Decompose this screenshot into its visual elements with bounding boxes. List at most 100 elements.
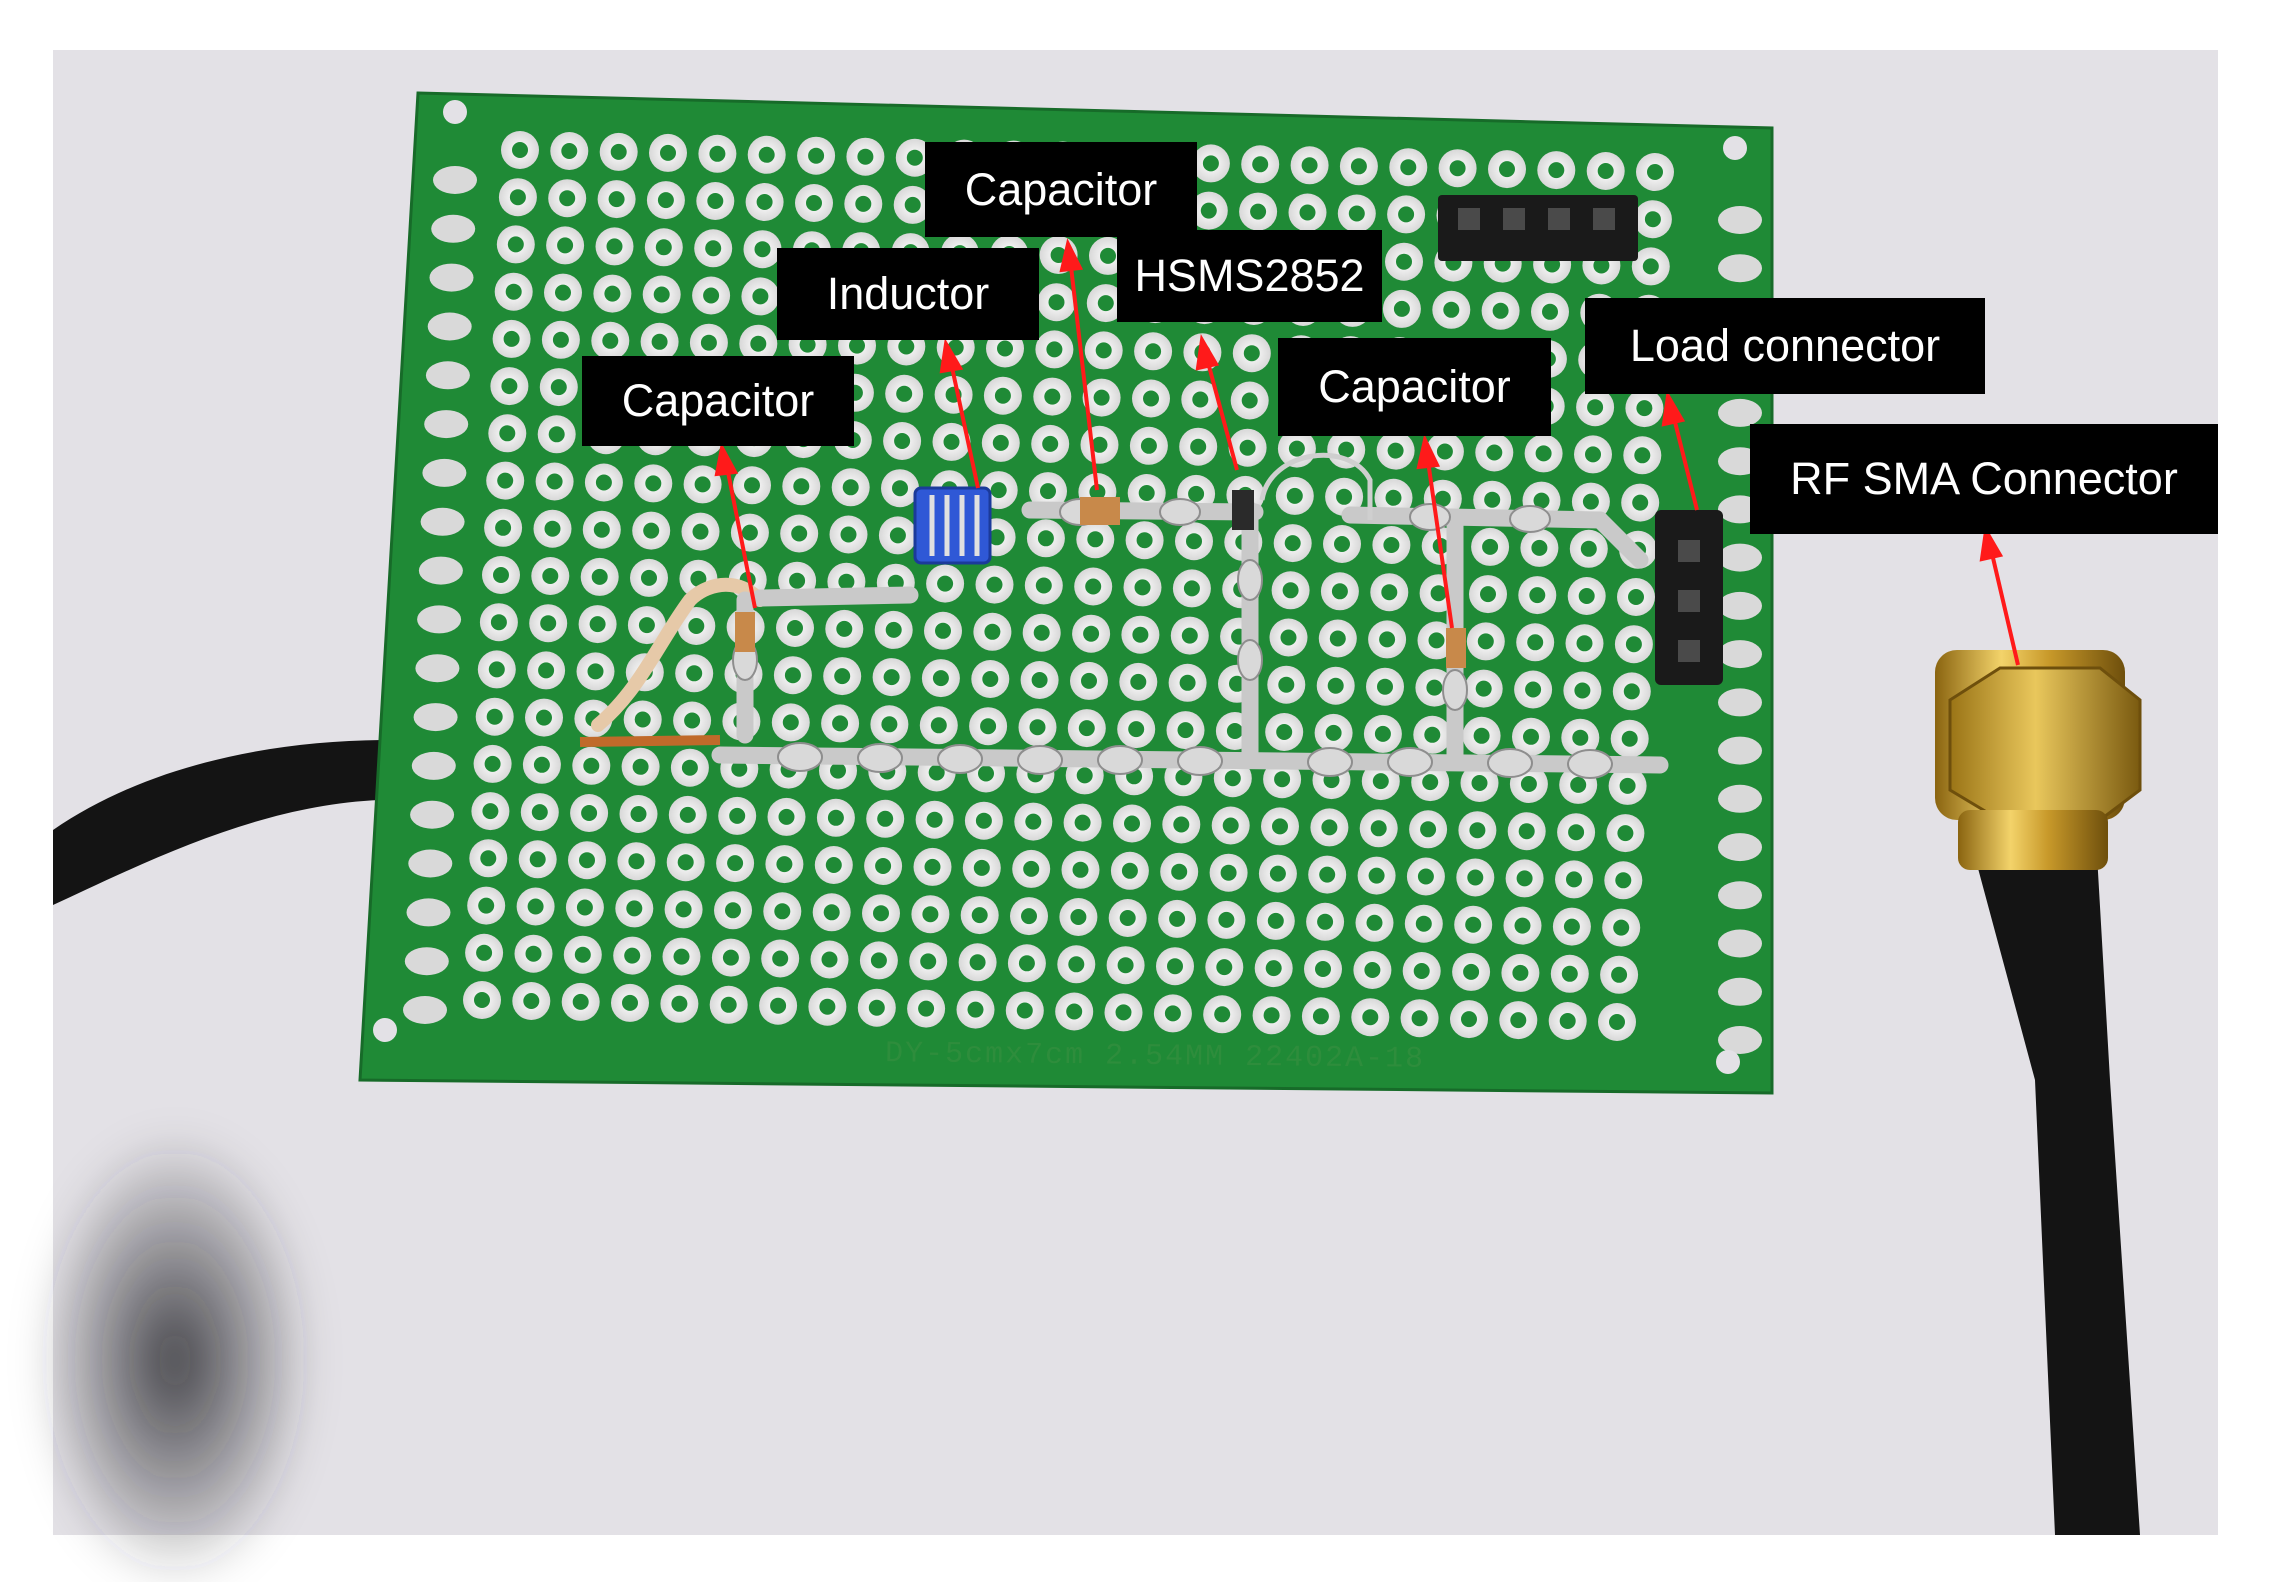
perfboard-hole <box>622 994 638 1011</box>
perfboard-hole <box>657 192 674 209</box>
perfboard-hole <box>671 995 688 1012</box>
edge-pad <box>420 507 465 536</box>
perfboard-hole <box>608 191 625 208</box>
label-hsms2852: HSMS2852 <box>1117 230 1382 322</box>
perfboard-hole <box>1132 626 1149 643</box>
perfboard-hole <box>604 285 621 302</box>
perfboard-hole <box>830 762 846 779</box>
perfboard-hole <box>720 996 737 1013</box>
edge-pad <box>411 751 456 780</box>
perfboard-hole <box>1430 585 1447 602</box>
perfboard-hole <box>1143 390 1159 407</box>
perfboard-hole <box>507 236 524 253</box>
capacitor-top-component <box>1080 497 1120 525</box>
perfboard-hole <box>855 195 872 212</box>
perfboard-hole <box>1288 440 1305 457</box>
perfboard-hole <box>969 954 986 971</box>
perfboard-hole <box>840 526 857 543</box>
perfboard-hole <box>482 803 499 820</box>
edge-pad <box>1718 784 1762 813</box>
perfboard-hole <box>1411 1010 1428 1027</box>
perfboard-hole <box>1482 538 1499 555</box>
perfboard-hole <box>1192 391 1209 408</box>
perfboard-hole <box>527 898 544 915</box>
perfboard-hole <box>1070 909 1087 925</box>
perfboard-hole <box>1200 202 1217 219</box>
perfboard-hole <box>523 993 540 1009</box>
perfboard-hole <box>1529 587 1546 604</box>
perfboard-hole <box>1574 682 1591 699</box>
perfboard-hole <box>655 239 672 256</box>
edge-pad <box>1718 929 1762 958</box>
perfboard-hole <box>1398 206 1415 223</box>
perfboard-hole <box>1140 437 1157 454</box>
perfboard-hole <box>1134 579 1151 596</box>
perfboard-hole <box>1523 728 1539 745</box>
perfboard-hole <box>474 992 490 1008</box>
perfboard-hole <box>579 852 595 869</box>
perfboard-hole <box>1413 963 1430 979</box>
perfboard-hole <box>885 621 902 638</box>
perfboard-hole <box>1473 727 1490 744</box>
perfboard-hole <box>918 1000 935 1017</box>
perfboard-hole <box>1177 722 1194 739</box>
perfboard-hole <box>630 806 647 822</box>
perfboard-hole <box>1097 295 1114 312</box>
pcb-board <box>358 91 1774 1095</box>
perfboard-hole <box>1299 204 1316 221</box>
edge-pad <box>1718 591 1762 620</box>
perfboard-hole <box>602 332 619 349</box>
perfboard-hole <box>1531 539 1548 556</box>
perfboard-hole <box>1467 869 1484 886</box>
sma-connector <box>1935 650 2142 1535</box>
perfboard-hole <box>593 521 610 538</box>
perfboard-hole <box>1091 436 1108 453</box>
perfboard-hole <box>1037 530 1054 547</box>
edge-pad <box>417 605 462 634</box>
perfboard-hole <box>1420 821 1437 838</box>
perfboard-hole <box>1609 1014 1625 1030</box>
perfboard-hole <box>1512 964 1529 981</box>
perfboard-hole <box>1582 493 1599 510</box>
perfboard-hole <box>975 812 992 829</box>
perfboard-hole <box>1510 1012 1527 1029</box>
perfboard-hole <box>1100 247 1116 264</box>
perfboard-hole <box>628 853 645 870</box>
perfboard-hole <box>1572 729 1589 746</box>
perfboard-hole <box>1518 823 1535 840</box>
perfboard-hole <box>694 476 711 493</box>
perfboard-hole <box>725 902 741 919</box>
edge-pad <box>1718 206 1762 234</box>
perfboard-hole <box>512 142 528 158</box>
perfboard-hole <box>892 480 908 497</box>
perfboard-hole <box>1623 683 1640 700</box>
edge-pad <box>424 410 469 439</box>
perfboard-hole <box>1628 589 1644 605</box>
perfboard-hole <box>793 478 810 495</box>
perfboard-hole <box>971 907 988 924</box>
perfboard-hole <box>808 147 825 164</box>
perfboard-hole <box>887 574 904 591</box>
edge-pad <box>422 458 467 487</box>
perfboard-hole <box>495 519 512 536</box>
perfboard-hole <box>587 663 604 680</box>
perfboard-hole <box>1076 767 1093 784</box>
perfboard-hole <box>490 614 507 631</box>
perfboard-hole <box>509 189 526 206</box>
perfboard-hole <box>799 336 816 353</box>
perfboard-hole <box>928 764 945 781</box>
perfboard-hole <box>857 148 874 165</box>
perfboard-hole <box>478 897 495 914</box>
perfboard-hole <box>1611 966 1628 983</box>
perfboard-hole <box>709 145 726 162</box>
perfboard-hole <box>1587 399 1604 416</box>
perfboard-hole <box>1370 820 1387 837</box>
perfboard-hole <box>1632 494 1649 511</box>
diode-component <box>1232 452 1373 530</box>
perfboard-hole <box>1138 485 1155 501</box>
perfboard-hole <box>1381 584 1398 601</box>
perfboard-hole <box>480 850 497 867</box>
perfboard-hole <box>992 434 1009 451</box>
perfboard-hole <box>1164 1005 1181 1022</box>
perfboard-hole <box>731 760 748 777</box>
